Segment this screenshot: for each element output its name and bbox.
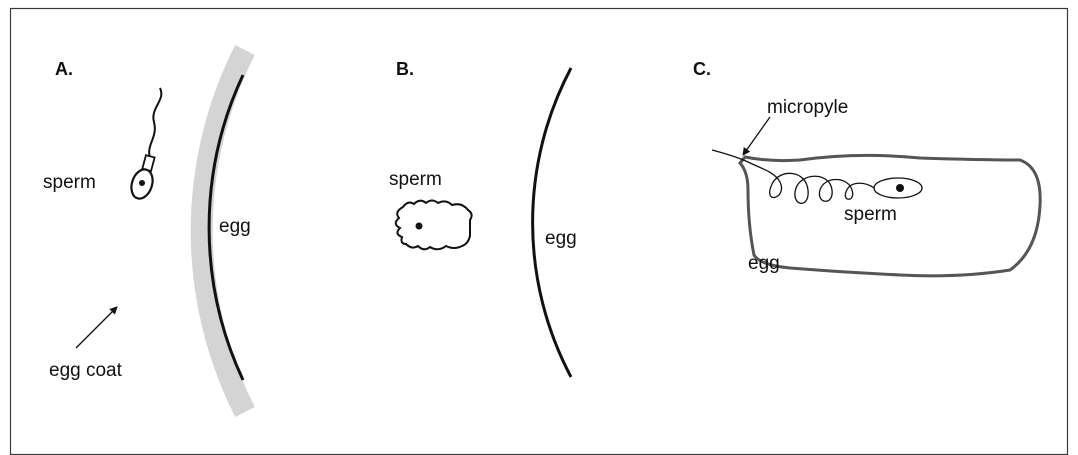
panel-c: C. micropyle sperm egg — [693, 59, 1040, 276]
egg-label-b: egg — [545, 228, 577, 249]
sperm-label-c: sperm — [844, 204, 897, 225]
panel-b-letter: B. — [396, 59, 414, 79]
micropyle-pointer-arrow — [743, 117, 770, 155]
panel-a: A. sperm egg egg coat — [43, 50, 251, 412]
sperm-tail-a — [149, 88, 161, 158]
sperm-nucleus-b — [416, 223, 423, 230]
egg-coat-pointer-arrow — [76, 307, 117, 348]
sperm-label-b: sperm — [389, 169, 442, 190]
sperm-body-b — [396, 201, 472, 250]
sperm-tail-c — [712, 150, 874, 203]
egg-label-a: egg — [219, 216, 251, 237]
figure-frame — [11, 9, 1068, 455]
panel-a-letter: A. — [55, 59, 73, 79]
panel-c-letter: C. — [693, 59, 711, 79]
sperm-nucleus-a — [139, 180, 145, 186]
panel-b: B. sperm egg — [389, 59, 577, 377]
sperm-label-a: sperm — [43, 172, 96, 193]
egg-coat-label: egg coat — [49, 360, 123, 381]
sperm-nucleus-c — [896, 184, 904, 192]
egg-membrane-b — [533, 68, 571, 377]
micropyle-label: micropyle — [767, 97, 848, 118]
egg-label-c: egg — [748, 253, 780, 274]
